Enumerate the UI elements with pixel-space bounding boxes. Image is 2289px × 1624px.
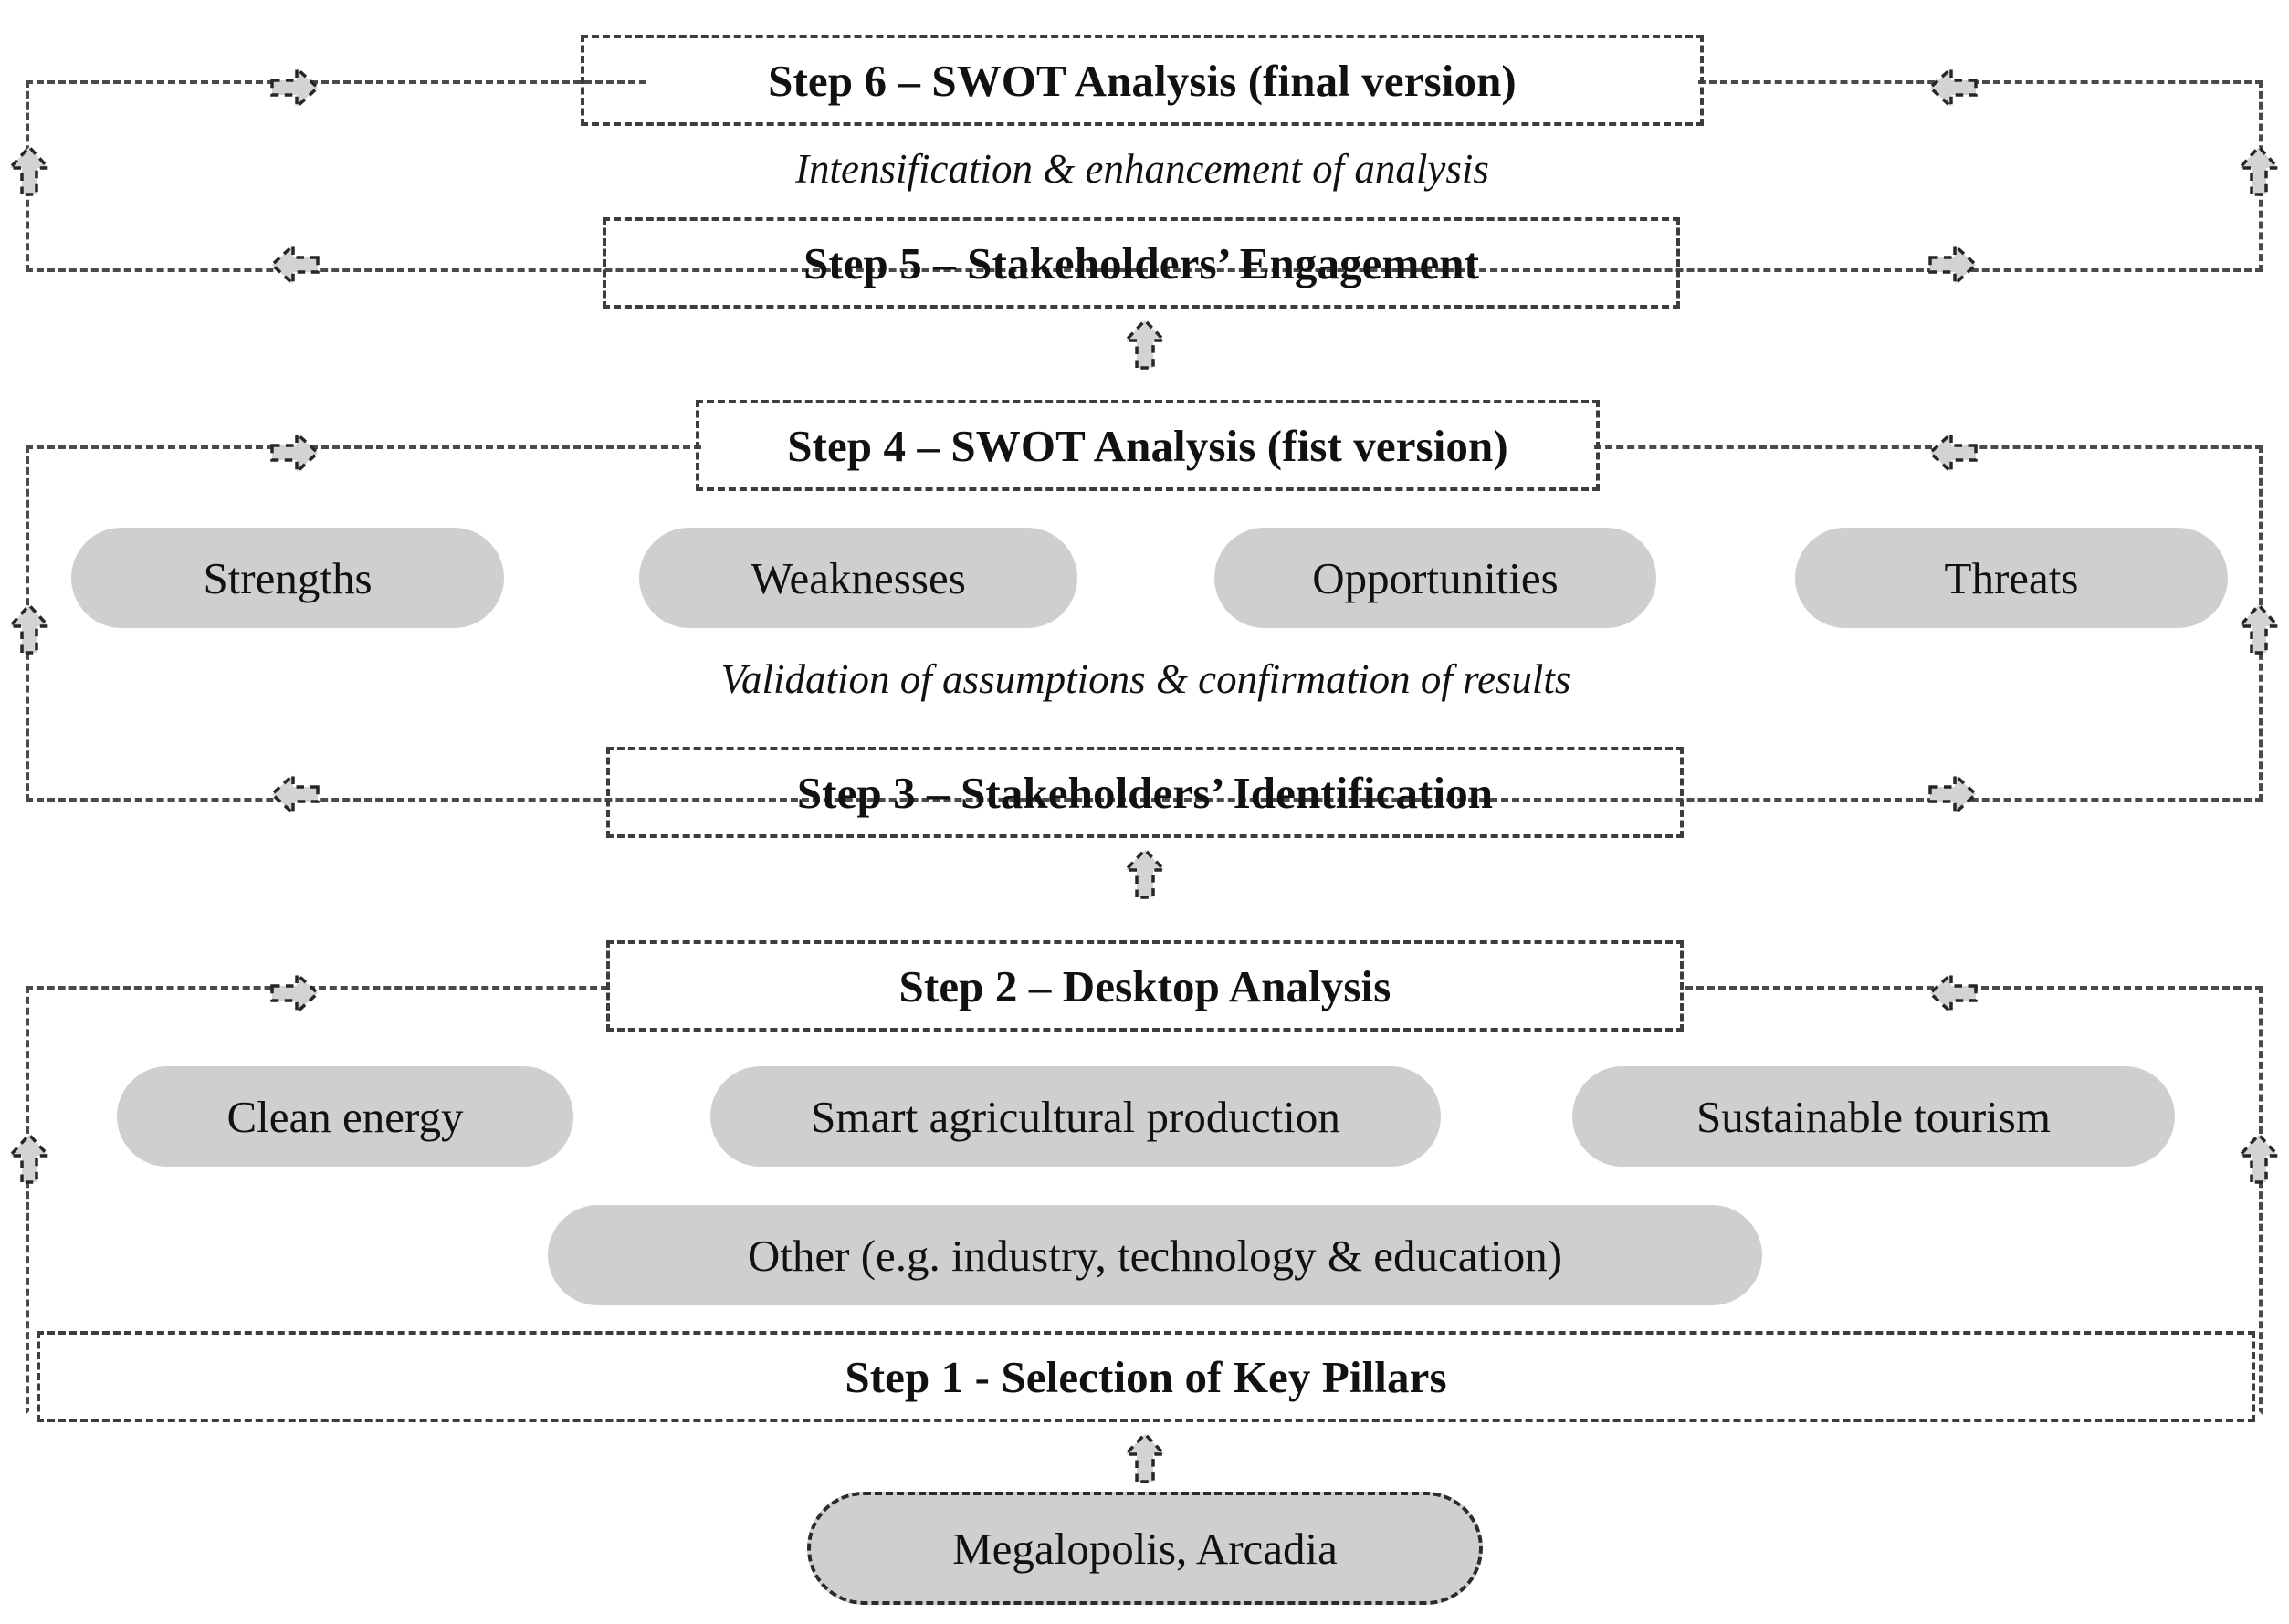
pill-sustainable-tourism[interactable]: Sustainable tourism <box>1572 1066 2175 1167</box>
pill-label-sustainable-tourism: Sustainable tourism <box>1696 1091 2051 1142</box>
step-label-step5: Step 5 – Stakeholders’ Engagement <box>803 237 1480 288</box>
pill-clean-energy[interactable]: Clean energy <box>117 1066 573 1167</box>
step-box-step6[interactable]: Step 6 – SWOT Analysis (final version) <box>581 35 1704 126</box>
arrow-loop-mid-left-out <box>270 769 320 820</box>
step-box-step1[interactable]: Step 1 - Selection of Key Pillars <box>37 1331 2255 1422</box>
arrow-step5-to-step4 <box>1121 318 1169 371</box>
step-box-step4[interactable]: Step 4 – SWOT Analysis (fist version) <box>696 400 1600 491</box>
feedback-loop-top-upper-right <box>1698 80 2263 84</box>
pill-label-threats: Threats <box>1944 552 2079 603</box>
step-box-step5[interactable]: Step 5 – Stakeholders’ Engagement <box>603 217 1680 309</box>
arrow-loop-top-left-out <box>270 239 320 290</box>
feedback-loop-middle-upper-left <box>26 445 701 449</box>
arrow-loop-bottom-left-up <box>4 1132 55 1185</box>
arrow-loop-bottom-left-in <box>270 968 320 1019</box>
arrow-loop-top-right-in <box>1928 62 1978 113</box>
pill-opportunities[interactable]: Opportunities <box>1214 528 1656 628</box>
step-label-step4: Step 4 – SWOT Analysis (fist version) <box>787 420 1508 471</box>
caption-intensification: Intensification & enhancement of analysi… <box>581 149 1704 190</box>
pill-other[interactable]: Other (e.g. industry, technology & educa… <box>548 1205 1762 1305</box>
arrow-step3-to-step2 <box>1121 847 1169 900</box>
arrow-loop-top-right-up <box>2233 144 2284 197</box>
arrow-loop-mid-right-up <box>2233 602 2284 655</box>
caption-validation-text: Validation of assumptions & confirmation… <box>720 656 1571 702</box>
arrow-loop-top-left-in <box>270 62 320 113</box>
arrow-loop-mid-left-up <box>4 602 55 655</box>
step-label-step2: Step 2 – Desktop Analysis <box>898 960 1391 1011</box>
step-label-step1: Step 1 - Selection of Key Pillars <box>845 1351 1447 1402</box>
step-box-step3[interactable]: Step 3 – Stakeholders’ Identification <box>606 747 1684 838</box>
pill-label-other: Other (e.g. industry, technology & educa… <box>747 1230 1563 1281</box>
feedback-loop-top-upper-left <box>26 80 646 84</box>
arrow-loop-bottom-right-in <box>1928 968 1978 1019</box>
arrow-loop-bottom-right-up <box>2233 1132 2284 1185</box>
feedback-loop-bottom <box>26 986 2263 1415</box>
pill-label-weaknesses: Weaknesses <box>751 552 966 603</box>
pill-label-clean-energy: Clean energy <box>226 1091 464 1142</box>
arrow-loop-mid-right-in <box>1928 427 1978 478</box>
feedback-loop-bottom-upper-left <box>26 986 608 990</box>
arrow-loop-top-left-up <box>4 144 55 197</box>
pill-label-megalopolis: Megalopolis, Arcadia <box>952 1523 1338 1574</box>
step-label-step6: Step 6 – SWOT Analysis (final version) <box>768 55 1517 106</box>
arrow-case-to-step1 <box>1121 1431 1169 1484</box>
caption-intensification-text: Intensification & enhancement of analysi… <box>795 146 1489 192</box>
arrow-loop-top-right-out <box>1928 239 1978 290</box>
step-label-step3: Step 3 – Stakeholders’ Identification <box>796 767 1494 818</box>
arrow-loop-mid-left-in <box>270 427 320 478</box>
arrow-loop-mid-right-out <box>1928 769 1978 820</box>
pill-label-strengths: Strengths <box>203 552 373 603</box>
pill-threats[interactable]: Threats <box>1795 528 2228 628</box>
pill-label-opportunities: Opportunities <box>1312 552 1559 603</box>
caption-validation: Validation of assumptions & confirmation… <box>603 659 1689 700</box>
pill-megalopolis[interactable]: Megalopolis, Arcadia <box>807 1492 1483 1605</box>
pill-label-smart-agriculture: Smart agricultural production <box>811 1091 1340 1142</box>
pill-strengths[interactable]: Strengths <box>71 528 504 628</box>
feedback-loop-middle-upper-right <box>1594 445 2263 449</box>
pill-weaknesses[interactable]: Weaknesses <box>639 528 1077 628</box>
step-box-step2[interactable]: Step 2 – Desktop Analysis <box>606 940 1684 1032</box>
pill-smart-agriculture[interactable]: Smart agricultural production <box>710 1066 1441 1167</box>
